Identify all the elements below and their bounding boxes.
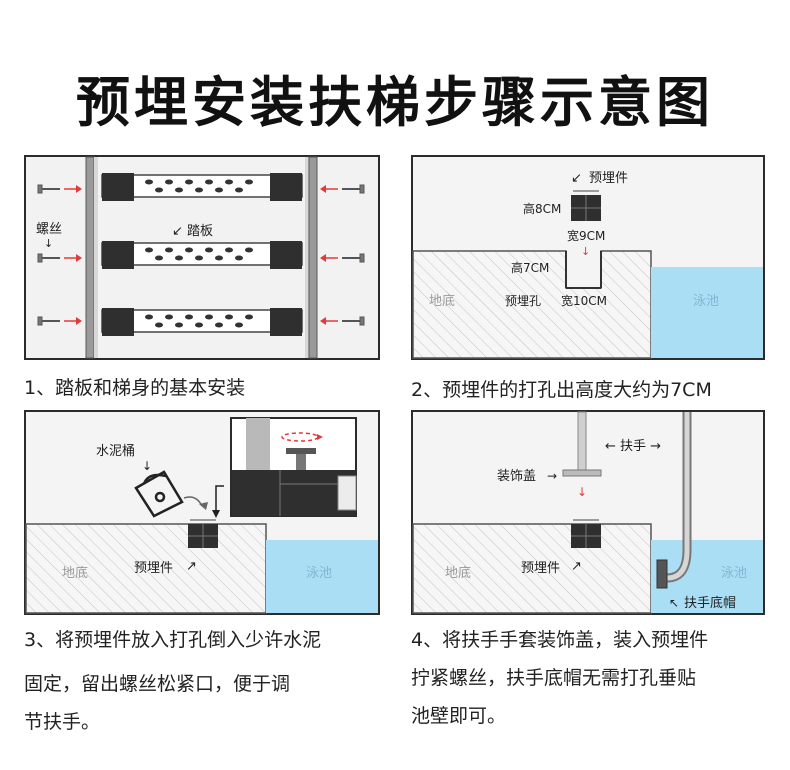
label-decorative-cover: 装饰盖 [497, 469, 536, 484]
label-pool: 泳池 [721, 566, 747, 581]
arrow-right-icon [64, 185, 82, 325]
arrow-down-icon: ↓ [581, 245, 590, 258]
panel-step2: ↙ 预埋件 高8CM 宽9CM ↓ 高7CM 地底 预埋孔 宽10CM 泳池 [411, 155, 765, 360]
right-rail [305, 156, 318, 359]
bucket-icon [134, 470, 184, 518]
caption-step1: 1、踏板和梯身的基本安装 [24, 377, 246, 399]
left-rail [85, 156, 98, 359]
label-screw: 螺丝 [36, 222, 62, 237]
arrow-down-icon: ↓ [44, 237, 53, 250]
caption-step4-line2: 拧紧螺丝，扶手底帽无需打孔垂贴 [411, 667, 697, 689]
handrail-right [656, 412, 692, 589]
label-height-8: 高8CM [523, 201, 561, 216]
arrow-turn-icon: ↙ [571, 171, 582, 186]
label-pool: 泳池 [693, 294, 719, 309]
step-plate-3 [101, 308, 303, 336]
embedded-part-icon [188, 519, 218, 548]
caption-step3-line2: 固定，留出螺丝松紧口，便于调 [24, 673, 291, 695]
caption-step3-line3: 节扶手。 [24, 711, 101, 733]
label-embed-hole: 预埋孔 [505, 294, 541, 308]
caption-step2: 2、预埋件的打孔出高度大约为7CM [411, 379, 712, 401]
screw-icon [342, 184, 365, 326]
caption-step4: 4、将扶手手套装饰盖，装入预埋件 拧紧螺丝，扶手底帽无需打孔垂贴 池壁即可。 [411, 624, 708, 732]
label-embedded-part: 预埋件 [521, 561, 560, 576]
ground-hatch [25, 523, 267, 614]
label-width-9: 宽9CM [567, 228, 605, 243]
embedded-part-icon [571, 190, 601, 221]
handrail-install-diagram: ← 扶手 → 装饰盖 → ↓ 地底 预埋件 ↗ 泳池 ↖ 扶手底帽 [411, 410, 765, 615]
label-handrail: ← 扶手 → [605, 439, 661, 454]
label-pool: 泳池 [306, 566, 332, 581]
ladder-step-diagram: 螺丝 ↓ ↙ 踏板 [24, 155, 380, 360]
step-plate-1 [101, 173, 303, 201]
arrow-down-icon: ↓ [577, 485, 587, 499]
panel-step3: 水泥桶 ↓ 地底 预埋件 ↗ 泳池 [24, 410, 380, 615]
pool-area [651, 267, 763, 358]
label-cement-bucket: 水泥桶 [96, 444, 135, 459]
arrow-turn-icon: ↗ [571, 559, 582, 574]
arrow-turn-icon: ↖ [669, 596, 679, 610]
step-plate-2 [101, 241, 303, 269]
caption-step4-line1: 4、将扶手手套装饰盖，装入预埋件 [411, 629, 709, 651]
label-handrail-cap: 扶手底帽 [684, 595, 736, 611]
arrow-left-icon [320, 185, 338, 325]
pool-area [266, 540, 378, 613]
label-embedded-part: 预埋件 [589, 171, 628, 186]
arrow-turn-icon: ↙ [172, 224, 183, 239]
label-ground: 地底 [445, 565, 471, 581]
screw-detail-inset [230, 417, 357, 517]
handrail-left [562, 411, 602, 477]
caption-step3-line1: 3、将预埋件放入打孔倒入少许水泥 [24, 629, 322, 651]
cement-fixing-diagram: 水泥桶 ↓ 地底 预埋件 ↗ 泳池 [24, 410, 380, 615]
embedded-part-hole-diagram: ↙ 预埋件 高8CM 宽9CM ↓ 高7CM 地底 预埋孔 宽10CM 泳池 [411, 155, 765, 360]
panel-step4: ← 扶手 → 装饰盖 → ↓ 地底 预埋件 ↗ 泳池 ↖ 扶手底帽 [411, 410, 765, 615]
label-ground: 地底 [429, 293, 455, 309]
label-width-10: 宽10CM [561, 293, 607, 308]
ground-hatch [412, 523, 652, 614]
caption-step4-line3: 池壁即可。 [411, 705, 507, 727]
embedded-part-icon [571, 519, 601, 548]
arrow-right-icon: → [547, 469, 557, 483]
label-step: 踏板 [187, 224, 213, 239]
label-height-7: 高7CM [511, 260, 549, 275]
label-embedded-part: 预埋件 [134, 561, 173, 576]
page-title: 预埋安装扶梯步骤示意图 [76, 71, 714, 134]
screw-icon [37, 184, 60, 326]
label-ground: 地底 [62, 565, 88, 581]
arrow-turn-icon: ↗ [186, 559, 197, 574]
arrow-down-icon: ↓ [142, 459, 152, 473]
panel-step1: 螺丝 ↓ ↙ 踏板 [24, 155, 380, 360]
caption-step3: 3、将预埋件放入打孔倒入少许水泥 固定，留出螺丝松紧口，便于调 节扶手。 [24, 624, 321, 738]
